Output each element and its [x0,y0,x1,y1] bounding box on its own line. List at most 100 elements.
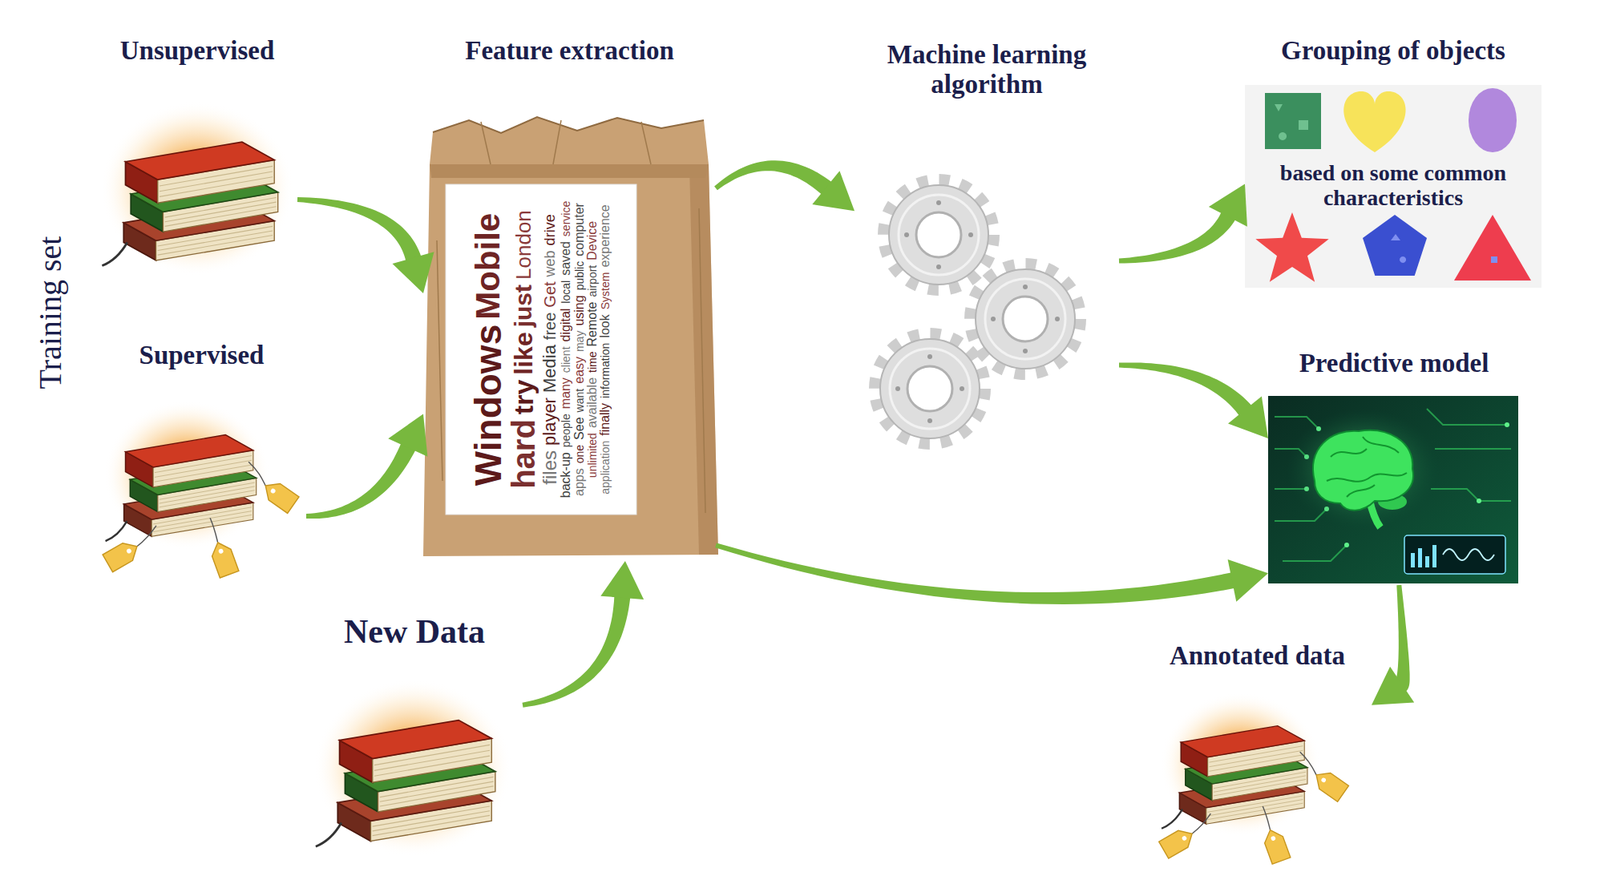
gear [970,264,1080,374]
word-cloud-word: experience [598,204,612,267]
bag-fold [429,164,709,178]
circuit-board [1268,395,1519,584]
word-cloud-word: easy [573,356,586,384]
illustrated-node: Unsupervised [96,36,298,277]
bag-edge [432,117,704,134]
bag-body [423,117,719,557]
word-cloud-word: client [560,346,572,373]
bag-shade [689,164,719,555]
word-cloud-word: computer [573,202,586,257]
word-cloud-word: airport [586,265,598,298]
paper-bag [423,117,719,557]
arrow-head [812,170,855,211]
flow-arrow [714,160,855,211]
yellow-heart [1343,91,1406,153]
panel-bars [1410,545,1437,568]
brain-circuit-picture [1268,395,1519,584]
side-label: Training set [31,236,69,390]
flow-arrow [1119,183,1248,263]
word-cloud-word: digital [559,308,573,343]
arrow-head [1228,559,1269,603]
word-cloud-word: files [540,450,560,485]
word-cloud-word: people [560,413,572,448]
arrow-shaft [714,160,833,195]
word-cloud-word: See [573,416,586,440]
arrow-head [1228,395,1269,439]
brain-glow [1286,408,1439,530]
arrow-head [1371,666,1415,706]
arrow-head [1208,183,1248,227]
word-cloud-word: available [585,377,599,429]
panel-wave [1442,549,1495,561]
word-cloud-word: Device [585,221,599,261]
word-cloud-word: hard [507,419,541,489]
arrow-shaft [1394,585,1411,693]
book-stack [314,678,513,857]
node-heading: Supervised [96,340,307,371]
word-cloud-word: Windows [469,324,508,486]
illustrated-node: Annotated data [1143,641,1372,870]
red-triangle [1454,214,1532,281]
flow-arrow [1119,362,1269,439]
word-cloud-word: Mobile [471,213,506,320]
word-cloud: WindowsMobilehardtrylikejustLondonfilesp… [452,192,630,507]
flow-arrow [715,543,1269,606]
gear [875,334,985,444]
bag-label [445,184,637,515]
word-cloud-word: try [509,379,538,415]
word-cloud-word: back-up [559,452,573,498]
flow-arrow [306,414,428,520]
word-cloud-word: may [573,331,586,352]
node-heading: Predictive model [1268,348,1520,379]
word-cloud-word: public [573,261,586,291]
shape-marks [1274,104,1309,141]
display-panel [1404,535,1506,574]
word-cloud-word: Media [541,344,559,393]
arrow-shaft [1119,362,1253,417]
node-heading: Machine learning algorithm [854,40,1120,100]
word-cloud-word: player [541,397,559,446]
word-cloud-word: information [599,343,611,399]
arrow-shaft [306,442,417,519]
flow-arrow [522,561,645,708]
arrow-head [392,251,435,294]
node-heading: Unsupervised [96,36,298,66]
green-square [1264,92,1322,150]
word-cloud-word: like [510,331,538,375]
arrow-shaft [297,197,422,262]
word-cloud-word: London [513,210,535,280]
bag-crease [436,120,706,514]
node-heading: Feature extraction [423,36,716,66]
word-cloud-body: WindowsMobilehardtrylikejustLondonfilesp… [469,192,612,507]
word-cloud-word: one [573,444,586,464]
word-cloud-word: Remote [585,301,599,347]
arrow-shaft [522,595,631,708]
brain [1313,430,1414,511]
grouped-shapes-picture [1244,84,1542,288]
blue-pentagon [1362,214,1427,276]
word-cloud-word: just [511,284,537,328]
arrow-shaft [715,543,1236,606]
illustrated-node: Predictive model [1268,348,1520,586]
node-heading: New Data [306,613,523,651]
node-heading: Annotated data [1143,641,1372,671]
flow-arrow [297,197,435,294]
word-cloud-word: unlimited [586,432,598,478]
book-stack [100,101,295,276]
arrow-head [600,561,644,600]
shape-marks [1390,234,1498,263]
word-cloud-word: using [573,294,586,326]
red-star [1255,212,1329,283]
illustrated-node: Grouping of objectsbased on some common … [1244,36,1542,291]
word-cloud-word: time [586,351,598,373]
purple-ellipse [1468,88,1517,153]
node-caption: based on some common characteristics [1244,160,1542,211]
word-cloud-word: free [541,312,558,340]
word-cloud-word: finally [598,403,612,437]
word-cloud-word: look [598,314,612,338]
picture-ground [1244,84,1542,288]
word-cloud-word: want [573,388,586,413]
flow-arrow [1371,585,1415,706]
